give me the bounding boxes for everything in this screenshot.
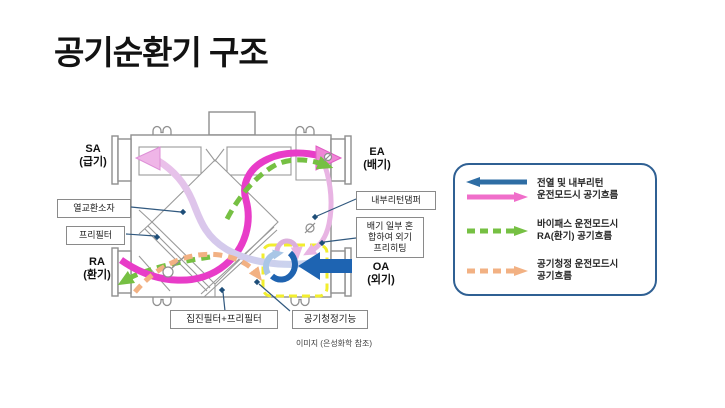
tag-preheat-line3: 프리히팅 [373, 243, 407, 253]
port-label-oa: OA (외기) [356, 261, 406, 287]
exhaust-flow-arrow [118, 149, 321, 284]
image-credit-caption: 이미지 (은성화학 참조) [296, 339, 373, 348]
tag-internal-return-damper: 내부리턴댐퍼 [356, 191, 436, 210]
circulation-loop-pink [274, 238, 303, 260]
legend-label-bypass: 바이패스 운전모드시 RA(환기) 공기흐름 [537, 219, 619, 242]
dust-filter-lines [200, 226, 278, 298]
tag-preheat-line1: 배기 일부 혼 [366, 221, 414, 231]
port-code-sa: SA [85, 143, 101, 155]
bypass-flow-ra-arrow [117, 254, 211, 286]
port-label-sa: SA (급기) [68, 143, 118, 169]
port-name-ra: (환기) [83, 269, 111, 281]
port-label-ea: EA (배기) [352, 146, 402, 172]
port-name-sa: (급기) [79, 156, 107, 168]
supply-flow-band [155, 157, 319, 268]
legend-item-air-clean: 공기청정 운전모드시 공기흐름 [466, 259, 647, 283]
circulation-loop-blue [269, 250, 298, 283]
blue-solid-left-arrow-icon [466, 177, 527, 187]
internal-return-flow-arrow [303, 165, 334, 256]
tag-air-cleaning: 공기청정기능 [292, 310, 368, 329]
legend-item-bypass: 바이패스 운전모드시 RA(환기) 공기흐름 [466, 219, 647, 243]
ea-port [344, 135, 352, 185]
circulation-loop-lightblue [263, 249, 284, 276]
control-box [208, 111, 256, 136]
port-code-ra: RA [89, 256, 105, 268]
port-code-oa: OA [372, 261, 390, 273]
damper-symbols [162, 152, 333, 278]
pink-solid-right-arrow-icon [467, 192, 528, 202]
tag-preheat-line2: 합하여 외기 [368, 232, 412, 242]
sa-arrowhead [134, 146, 161, 171]
port-label-ra: RA (환기) [72, 256, 122, 282]
legend-label-total-heat: 전열 및 내부리턴 운전모드시 공기흐름 [537, 177, 619, 201]
tag-heat-exchanger: 열교환소자 [57, 199, 131, 218]
orange-dashed-right-arrow-icon [467, 266, 528, 276]
legend-item-total-heat: 전열 및 내부리턴 운전모드시 공기흐름 [466, 176, 647, 203]
legend-label-air-clean: 공기청정 운전모드시 공기흐름 [537, 259, 619, 282]
legend-arrows-air-clean [466, 265, 528, 277]
port-name-oa: (외기) [367, 274, 395, 286]
tag-pre-filter: 프리필터 [66, 226, 125, 245]
port-name-ea: (배기) [363, 159, 391, 171]
legend-arrows-total-heat [466, 176, 528, 203]
bypass-flow-ea-arrow [224, 156, 334, 221]
tag-dust-filter: 집진필터+프리필터 [170, 310, 278, 329]
legend-arrows-bypass [466, 225, 528, 237]
page-title: 공기순환기 구조 [54, 34, 269, 71]
leader-lines [125, 198, 357, 312]
oa-inflow-arrow [298, 252, 352, 280]
mounting-brackets [152, 125, 315, 307]
air-clean-flow-arrow [133, 251, 263, 294]
port-code-ea: EA [369, 146, 385, 158]
green-dashed-right-arrow-icon [467, 226, 528, 236]
legend-box: 전열 및 내부리턴 운전모드시 공기흐름 바이패스 운전모드시 RA(환기) 공… [453, 163, 657, 296]
tag-preheat: 배기 일부 혼 합하여 외기 프리히팅 [356, 217, 424, 258]
